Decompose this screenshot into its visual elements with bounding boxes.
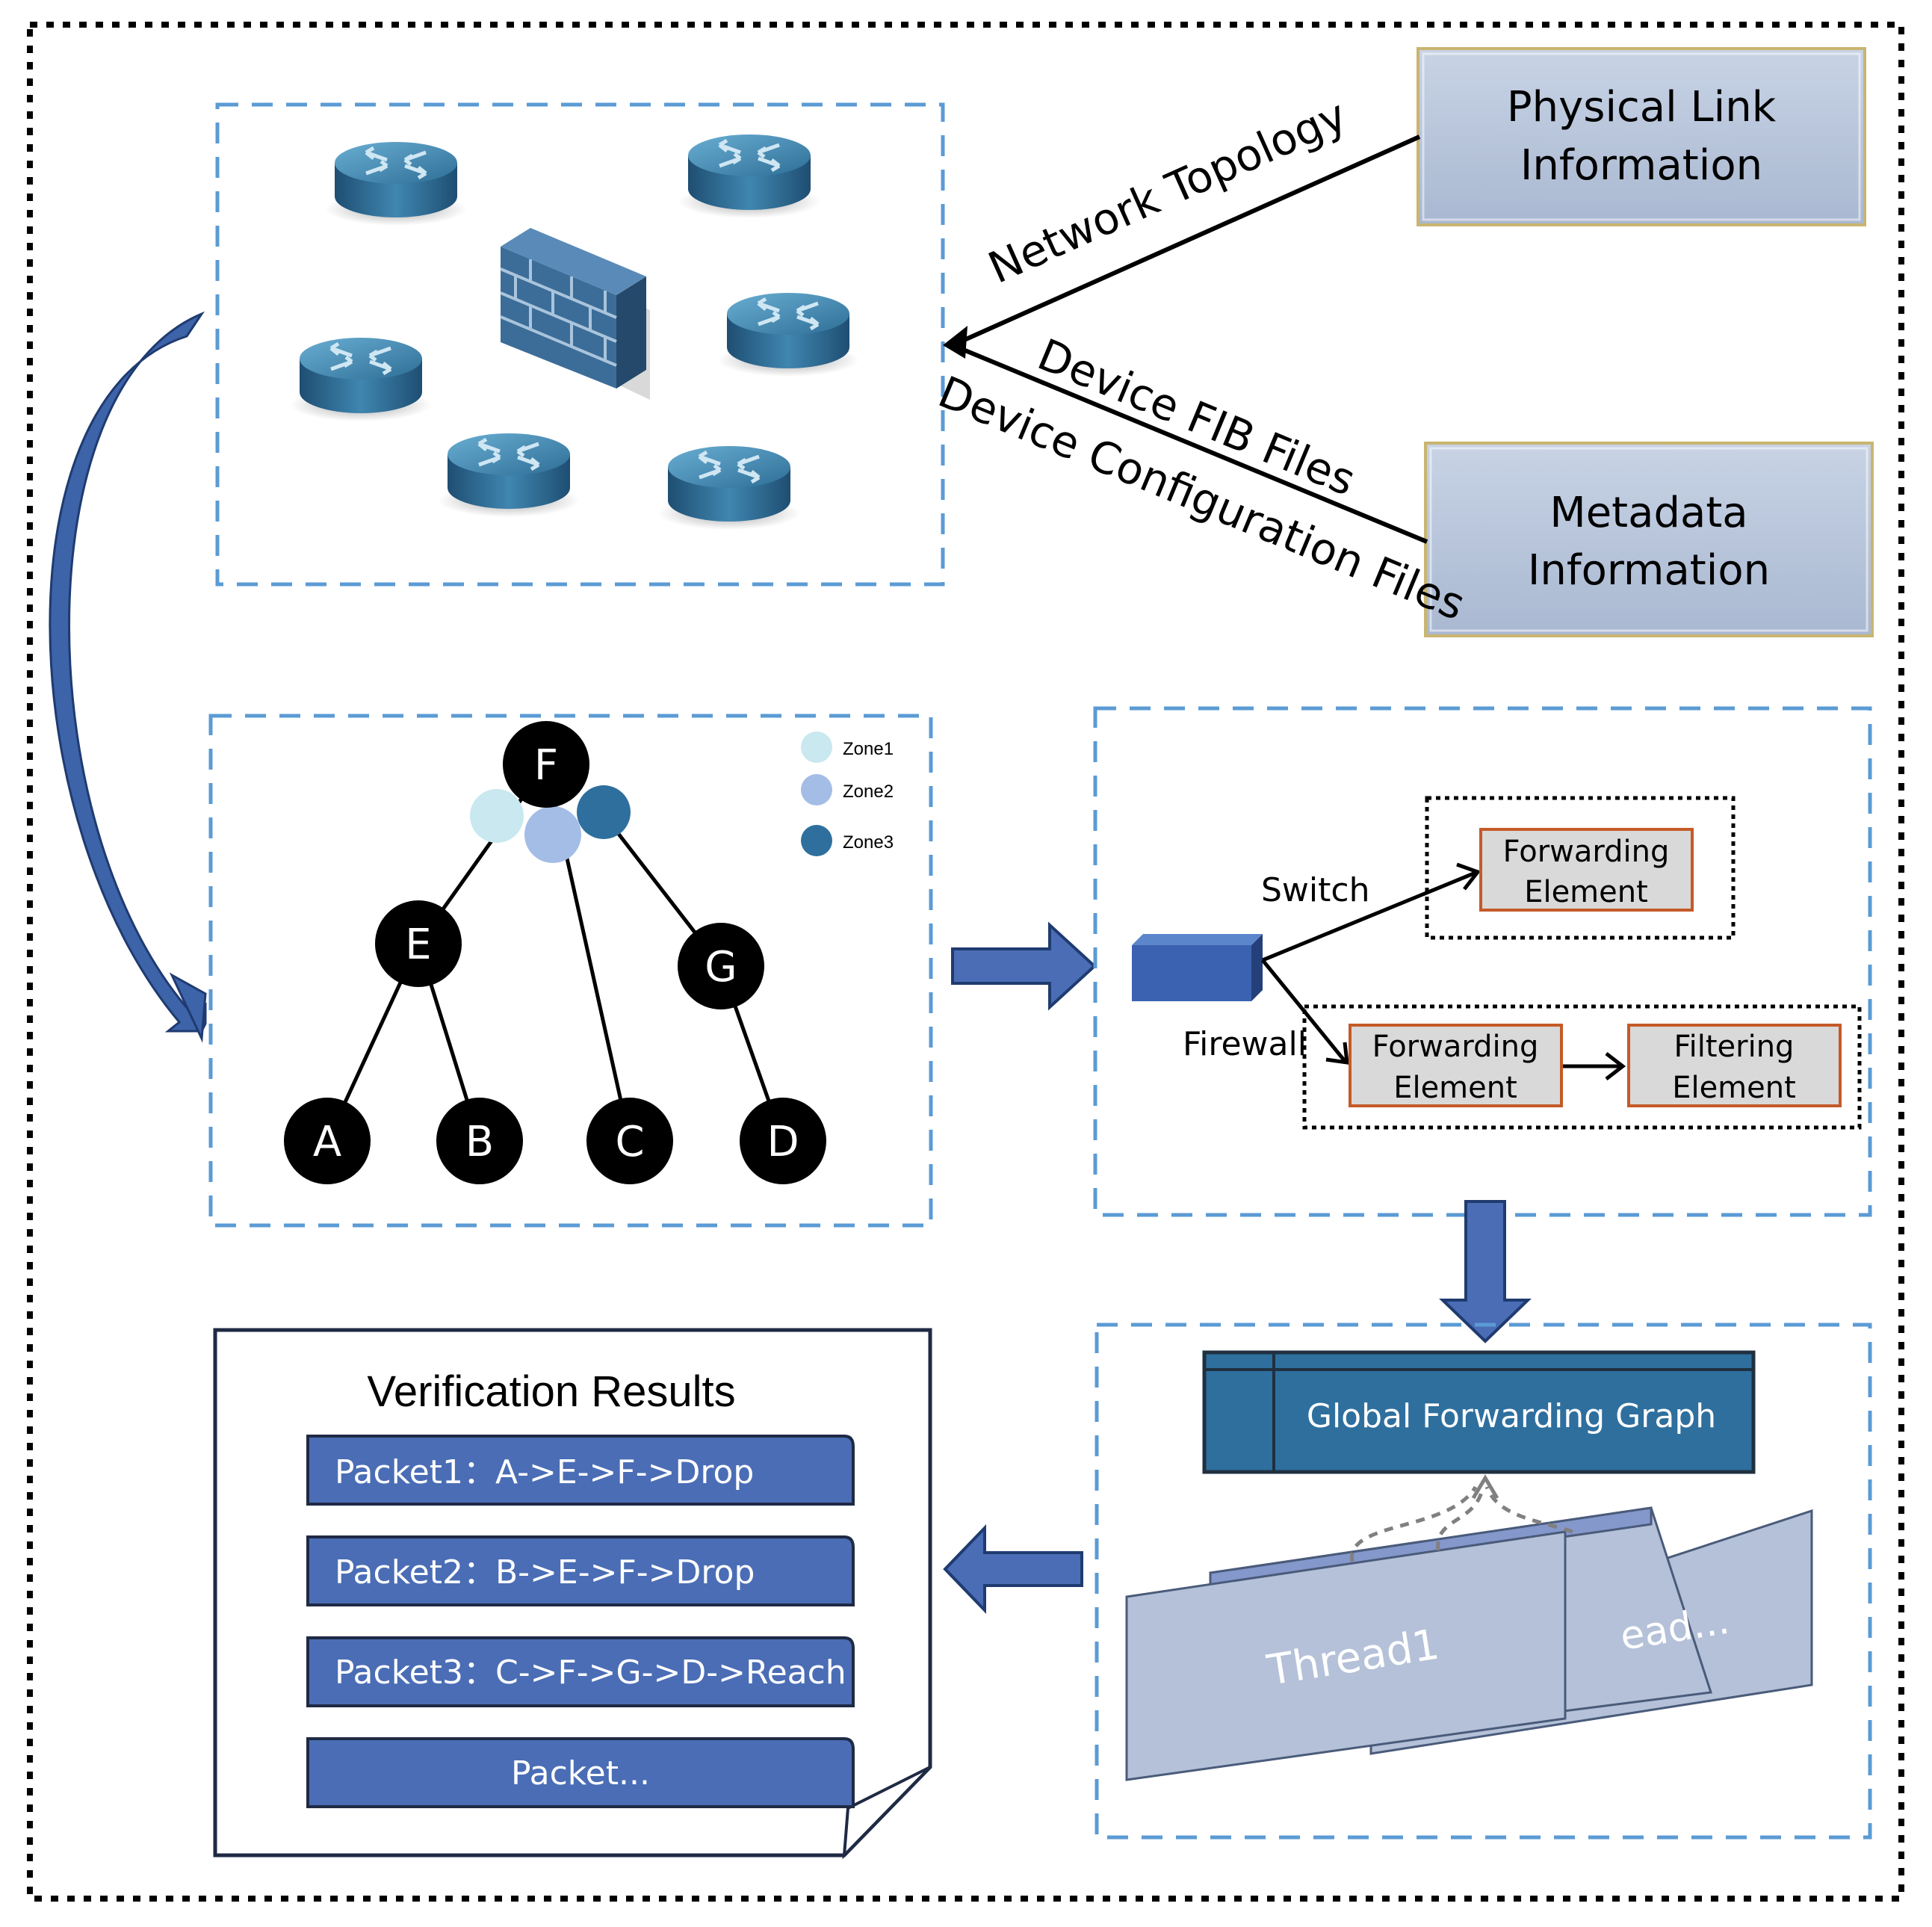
physical-link-title: Physical Link [1507, 83, 1777, 132]
element-title: Forwarding [1503, 835, 1670, 869]
zone3-marker [577, 785, 631, 839]
graph-frame [1095, 1323, 1872, 1840]
firewall-group [1302, 1004, 1862, 1130]
graph-title: Global Forwarding Graph [1307, 1397, 1716, 1435]
topology-arrow [951, 134, 1421, 347]
switch-forwarding-element: Forwarding Element [1479, 828, 1694, 912]
physical-link-subtitle: Information [1520, 141, 1762, 190]
node-label: B [465, 1118, 494, 1166]
node-label: D [767, 1118, 799, 1166]
element-title: Filtering [1674, 1030, 1795, 1064]
down-flow-arrow [1439, 1200, 1532, 1343]
metadata-title: Metadata [1549, 489, 1747, 537]
tree-node-f: F [503, 721, 589, 808]
legend-zone3: Zone3 [843, 832, 894, 853]
switch-group [1425, 796, 1736, 940]
metadata-subtitle: Information [1528, 546, 1770, 595]
router-icon [438, 433, 580, 517]
tree-frame [208, 714, 933, 1228]
curved-flow-arrow [49, 311, 207, 1033]
physical-link-box: Physical Link Information [1417, 47, 1866, 226]
fib-arrow [951, 343, 1428, 544]
tree-node-b: B [436, 1098, 523, 1184]
result-item: Packet2： B->E->F->Drop [306, 1535, 855, 1606]
result-item-path: B->E->F->Drop [495, 1553, 755, 1592]
network-devices-frame [215, 102, 945, 587]
tree-node-g: G [678, 923, 764, 1009]
result-item-name: Packet2： [335, 1553, 496, 1592]
node-label: F [534, 741, 558, 790]
element-subtitle: Element [1672, 1071, 1796, 1105]
left-flow-arrow [943, 1524, 1083, 1614]
result-item-name: Packet1： [335, 1453, 496, 1491]
arrow-head [943, 326, 967, 359]
node-label: C [615, 1118, 644, 1166]
tree-node-c: C [586, 1098, 673, 1184]
result-item-name: Packet... [511, 1754, 650, 1793]
element-title: Forwarding [1372, 1030, 1539, 1064]
global-forwarding-graph: Global Forwarding Graph [1202, 1350, 1756, 1474]
result-item: Packet1： A->E->F->Drop [306, 1435, 855, 1506]
device-block-icon [1132, 934, 1263, 1001]
zone1-marker [470, 789, 524, 843]
zone2-marker [524, 806, 581, 863]
result-item-name: Packet3： [335, 1654, 496, 1692]
tree-node-a: A [284, 1098, 371, 1184]
metadata-box: Metadata Information [1424, 442, 1874, 637]
thread-stack: ead... Thread1 [1125, 1506, 1813, 1781]
results-title: Verification Results [367, 1367, 735, 1416]
router-icon [658, 446, 800, 530]
thread-card-front [1125, 1530, 1567, 1781]
filtering-element: Filtering Element [1627, 1024, 1842, 1107]
router-icon [717, 293, 859, 377]
router-icon [290, 338, 432, 421]
result-item-path: C->F->G->D->Reach [495, 1654, 846, 1692]
legend-zone2: Zone2 [843, 782, 894, 802]
switch-arrow [1262, 870, 1476, 962]
node-label: E [405, 921, 431, 969]
right-flow-arrow [951, 921, 1097, 1011]
element-subtitle: Element [1524, 875, 1648, 909]
zone-legend: Zone1 Zone2 Zone3 [801, 731, 894, 856]
element-subtitle: Element [1393, 1071, 1517, 1105]
thread-sync-arrows [1350, 1485, 1573, 1562]
tree-node-e: E [375, 900, 462, 987]
firewall-arrow [1261, 959, 1346, 1063]
result-item-path: A->E->F->Drop [495, 1453, 754, 1491]
firewall-label: Firewall [1183, 1025, 1307, 1063]
router-icon [678, 134, 820, 218]
firewall-icon [500, 228, 650, 400]
node-label: A [313, 1118, 341, 1166]
result-item: Packet3： C->F->G->D->Reach [306, 1636, 855, 1707]
legend-zone1: Zone1 [843, 739, 894, 759]
curved-flow-arrowhead [169, 972, 207, 1043]
result-item: Packet... [306, 1737, 855, 1808]
node-label: G [705, 943, 737, 992]
firewall-forwarding-element: Forwarding Element [1349, 1024, 1563, 1107]
tree-node-d: D [740, 1098, 826, 1184]
switch-label: Switch [1261, 871, 1369, 909]
router-icon [325, 142, 467, 226]
